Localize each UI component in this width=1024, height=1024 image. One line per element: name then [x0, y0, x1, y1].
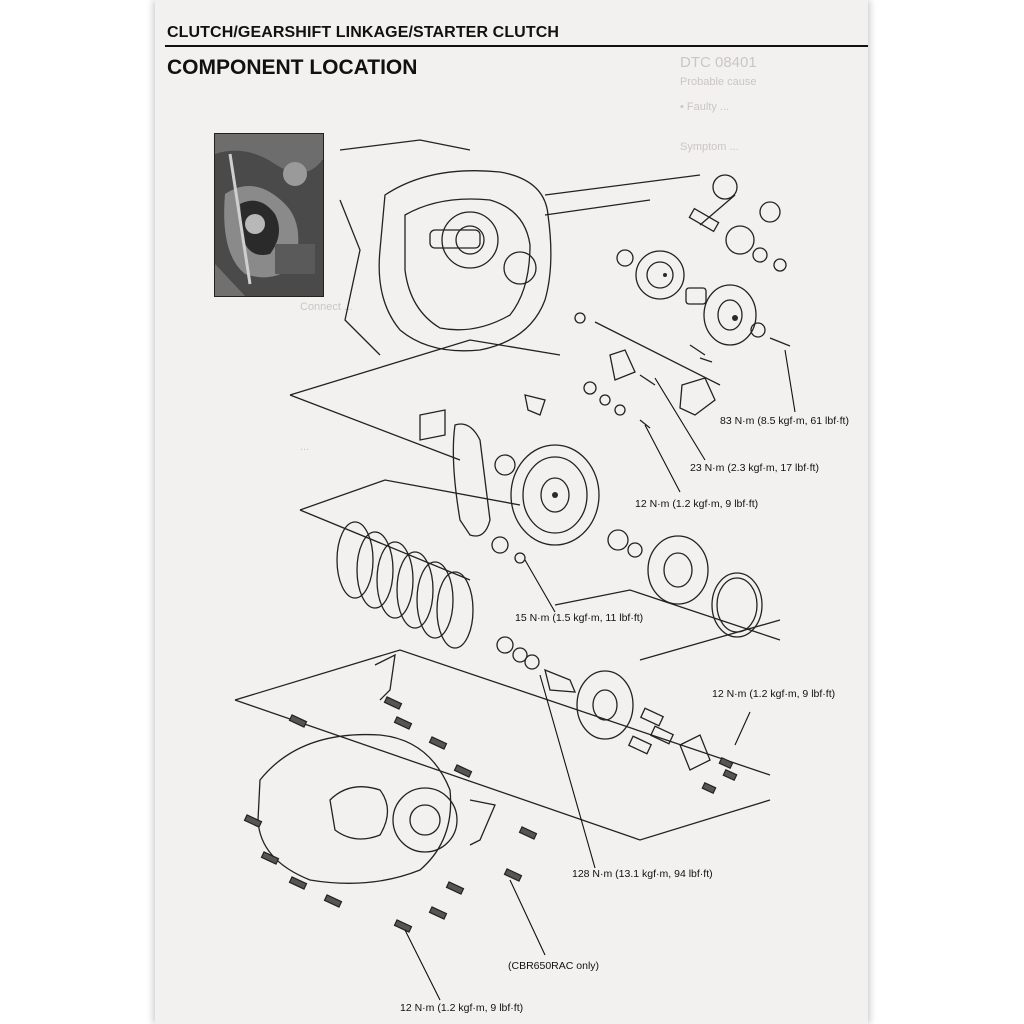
- bleed-through-text: Connect ...: [300, 301, 354, 313]
- bleed-through-text: Probable cause: [680, 76, 757, 88]
- bleed-through-text: ...: [300, 441, 310, 453]
- engine-location-photo: [214, 133, 324, 297]
- torque-label-lifter-plate-bolt: 12 N·m (1.2 kgf·m, 9 lbf·ft): [712, 688, 836, 700]
- page-title: COMPONENT LOCATION: [167, 56, 418, 79]
- torque-label-cover-bolts: 12 N·m (1.2 kgf·m, 9 lbf·ft): [400, 1002, 524, 1014]
- torque-label-oil-pump-sprocket: 15 N·m (1.5 kgf·m, 11 lbf·ft): [515, 612, 644, 624]
- torque-label-clutch-center-nut: 128 N·m (13.1 kgf·m, 94 lbf·ft): [572, 868, 713, 880]
- bleed-through-text: DTC 08401: [680, 54, 757, 71]
- model-note: (CBR650RAC only): [508, 960, 600, 972]
- section-rule: [165, 45, 868, 47]
- section-header: CLUTCH/GEARSHIFT LINKAGE/STARTER CLUTCH: [167, 24, 560, 41]
- torque-label-stopper-bolt: 12 N·m (1.2 kgf·m, 9 lbf·ft): [635, 498, 759, 510]
- bleed-through-text: Symptom ...: [680, 141, 739, 153]
- torque-label-starter-bolt: 83 N·m (8.5 kgf·m, 61 lbf·ft): [720, 415, 849, 427]
- bleed-through-text: • Faulty ...: [680, 101, 730, 113]
- torque-label-shift-drum-bolt: 23 N·m (2.3 kgf·m, 17 lbf·ft): [690, 462, 819, 474]
